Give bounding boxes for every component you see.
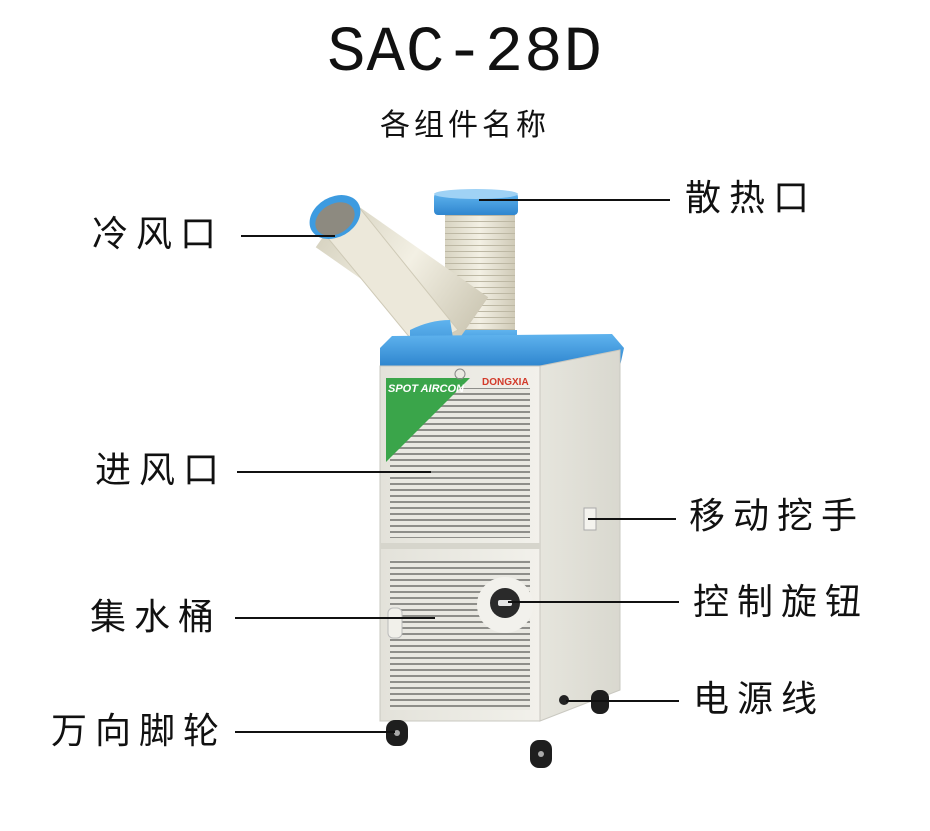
leader-line-caster-wheels xyxy=(235,731,395,733)
page-title: SAC-28D xyxy=(327,18,603,90)
leader-line-air-inlet xyxy=(237,471,431,473)
label-cold-air-outlet: 冷风口 xyxy=(92,214,225,255)
label-caster-wheels: 万向脚轮 xyxy=(51,711,228,752)
label-carry-handle: 移动挖手 xyxy=(689,496,866,537)
leader-line-water-tank xyxy=(235,617,435,619)
label-control-knob: 控制旋钮 xyxy=(693,582,870,623)
leader-line-carry-handle xyxy=(588,518,676,520)
svg-text:SPOT AIRCON: SPOT AIRCON xyxy=(388,383,465,395)
leader-line-power-cord xyxy=(566,700,679,702)
label-air-inlet: 进风口 xyxy=(95,450,228,491)
leader-line-heat-exhaust xyxy=(479,199,670,201)
leader-line-control-knob xyxy=(508,601,679,603)
leader-line-cold-air-outlet xyxy=(241,235,335,237)
page-subtitle: 各组件名称 xyxy=(380,108,550,143)
label-heat-exhaust: 散热口 xyxy=(685,178,818,219)
label-power-cord: 电源线 xyxy=(693,679,826,720)
svg-text:DONGXIA: DONGXIA xyxy=(482,377,529,388)
label-water-tank: 集水桶 xyxy=(90,597,223,638)
